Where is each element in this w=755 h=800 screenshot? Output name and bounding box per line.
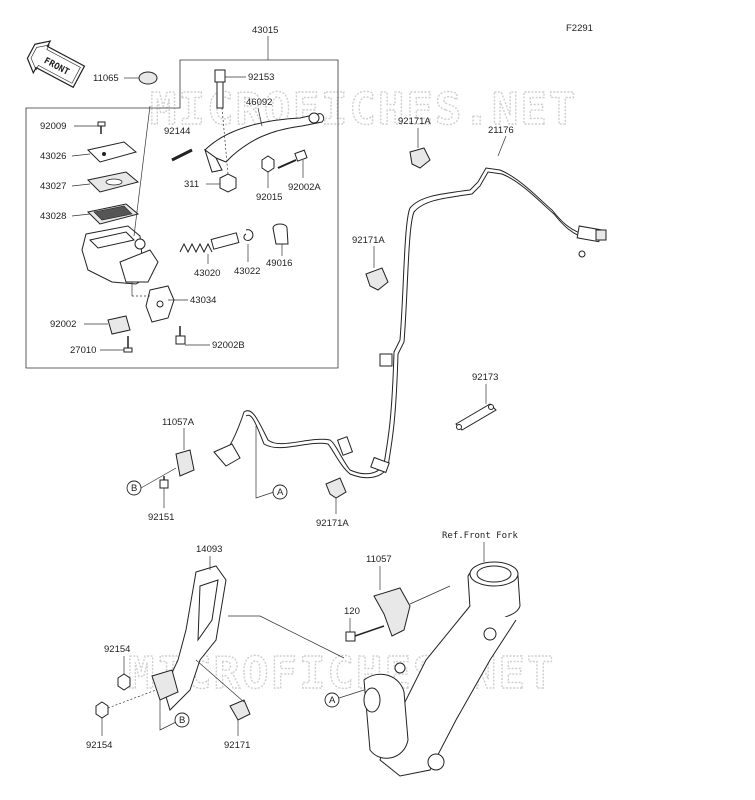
label-92171A-2: 92171A (352, 235, 385, 246)
part-92151-bolt (159, 476, 169, 489)
part-11057-bracket (373, 587, 411, 637)
callout-a-lower (324, 692, 340, 708)
label-92002A: 92002A (288, 182, 321, 193)
part-front-fork (363, 561, 521, 777)
assembly-box-43015 (25, 59, 339, 369)
part-92153-bolt (214, 69, 226, 109)
label-120: 120 (344, 606, 360, 617)
callout-b-upper-text: B (131, 483, 137, 494)
label-43028: 43028 (40, 211, 66, 222)
part-92171A-clip-1 (409, 147, 431, 169)
callout-b-lower-text: B (179, 715, 185, 726)
part-43026-cover (87, 141, 138, 163)
label-27010: 27010 (70, 345, 96, 356)
label-11057: 11057 (366, 554, 392, 565)
label-92171A-3: 92171A (316, 518, 349, 529)
diagram-code: F2291 (566, 23, 593, 34)
label-92153: 92153 (248, 72, 274, 83)
label-43026: 43026 (40, 151, 66, 162)
part-master-cylinder-body (81, 225, 159, 296)
part-14093-bracket (151, 565, 227, 711)
part-92002A-bolt (277, 149, 308, 169)
label-92002B: 92002B (212, 340, 245, 351)
part-49016-boot (272, 223, 289, 245)
label-46092: 46092 (246, 97, 272, 108)
part-92002B-bolt (175, 326, 186, 345)
label-92173: 92173 (472, 372, 498, 383)
label-43020: 43020 (194, 268, 220, 279)
label-43027: 43027 (40, 181, 66, 192)
label-43022: 43022 (234, 266, 260, 277)
label-92151: 92151 (148, 512, 174, 523)
part-311-nut (219, 173, 237, 193)
callout-a-lower-text: A (329, 695, 336, 706)
part-11057A-bracket (175, 443, 241, 477)
callout-a-upper-text: A (277, 487, 284, 498)
label-11057A: 11057A (162, 417, 195, 428)
part-11065-cap (138, 71, 158, 85)
label-43034: 43034 (190, 295, 216, 306)
label-11065: 11065 (93, 73, 119, 84)
callout-b-lower (174, 712, 190, 728)
part-92171A-clip-3 (325, 477, 347, 499)
callout-b-lower-leader (159, 700, 177, 731)
part-21176-brake-hose (221, 167, 607, 479)
label-49016: 49016 (266, 258, 292, 269)
part-120-bolt (345, 625, 385, 642)
part-92171A-clip-2 (365, 267, 389, 291)
part-43020-piston-spring (179, 232, 240, 254)
callout-a-upper-leader (255, 426, 275, 499)
label-43015: 43015 (252, 25, 278, 36)
part-43034-clamp (145, 285, 175, 323)
part-92154-bolt-1 (117, 673, 131, 691)
label-92144: 92144 (164, 126, 190, 137)
label-14093: 14093 (196, 544, 222, 555)
part-92009-screw (97, 121, 106, 134)
label-311: 311 (184, 179, 199, 190)
label-92171: 92171 (224, 740, 250, 751)
part-46092-lever (204, 112, 325, 173)
label-21176: 21176 (488, 125, 514, 136)
label-92154-2: 92154 (86, 740, 112, 751)
callout-a-upper (272, 484, 288, 500)
front-arrow-icon: FRONT (26, 40, 86, 89)
part-43022-circlip (243, 229, 254, 241)
label-92002: 92002 (50, 319, 76, 330)
part-92154-bolt-2 (95, 701, 109, 719)
label-92009: 92009 (40, 121, 66, 132)
label-92154-1: 92154 (104, 644, 130, 655)
label-92015: 92015 (256, 192, 282, 203)
part-27010-screw (123, 336, 133, 353)
part-92173-strap (455, 403, 497, 431)
part-92171-clip (229, 699, 251, 721)
ref-label: Ref.Front Fork (442, 531, 518, 541)
part-92015-nut (261, 155, 275, 173)
part-92002-bracket (107, 315, 131, 335)
label-92171A-1: 92171A (398, 116, 431, 127)
